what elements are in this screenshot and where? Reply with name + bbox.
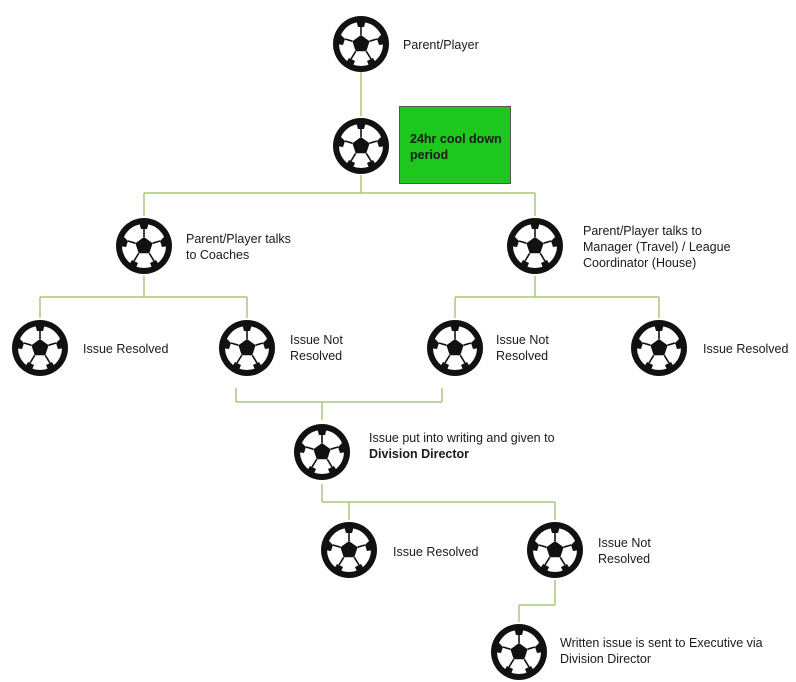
cool-down-label: 24hr cool down period bbox=[410, 132, 502, 162]
soccer-ball-icon bbox=[630, 319, 688, 377]
node-label-writing-line2: Division Director bbox=[369, 447, 470, 461]
soccer-ball-icon bbox=[526, 521, 584, 579]
node-label-coaches: Parent/Player talks to Coaches bbox=[186, 232, 291, 262]
node-label-manager: Parent/Player talks to Manager (Travel) … bbox=[583, 224, 731, 270]
soccer-ball-icon bbox=[332, 15, 390, 73]
node-label-coaches-not-resolved: Issue Not Resolved bbox=[290, 333, 343, 363]
cool-down-box: 24hr cool down period bbox=[399, 106, 511, 184]
soccer-ball-icon bbox=[490, 623, 548, 681]
node-label-director-not-resolved: Issue Not Resolved bbox=[598, 536, 651, 566]
soccer-ball-icon bbox=[218, 319, 276, 377]
node-label-writing-line1: Issue put into writing and given to bbox=[369, 431, 555, 445]
connector-lines bbox=[39, 72, 660, 622]
node-label-executive: Written issue is sent to Executive via D… bbox=[560, 636, 763, 666]
soccer-ball-icon bbox=[426, 319, 484, 377]
soccer-ball-icon bbox=[115, 217, 173, 275]
node-label-manager-not-resolved: Issue Not Resolved bbox=[496, 333, 549, 363]
soccer-ball-icon bbox=[320, 521, 378, 579]
soccer-ball-icon bbox=[11, 319, 69, 377]
node-label-director-resolved: Issue Resolved bbox=[393, 545, 479, 559]
node-label-coaches-resolved: Issue Resolved bbox=[83, 342, 169, 356]
soccer-ball-icon bbox=[332, 117, 390, 175]
soccer-ball-icon bbox=[506, 217, 564, 275]
node-label-manager-resolved: Issue Resolved bbox=[703, 342, 789, 356]
soccer-ball-icon bbox=[293, 423, 351, 481]
node-label-start: Parent/Player bbox=[403, 38, 479, 52]
